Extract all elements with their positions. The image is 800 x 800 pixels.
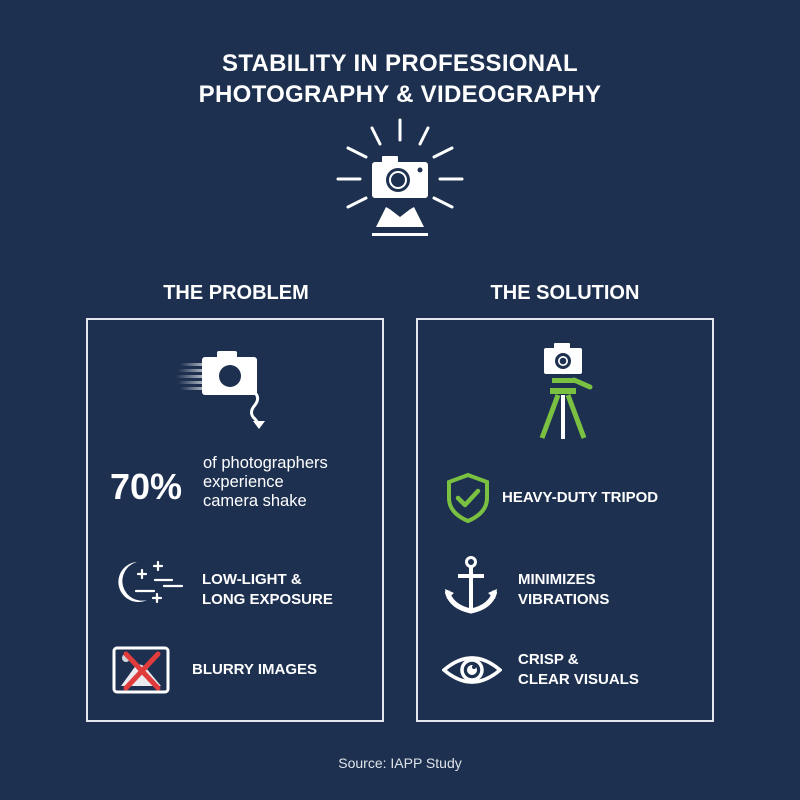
moon-stars-icon xyxy=(118,560,184,604)
source-note: Source: IAPP Study xyxy=(338,755,462,771)
minimizes-vibrations-label: MINIMIZES VIBRATIONS xyxy=(518,570,609,610)
page-title: STABILITY IN PROFESSIONAL PHOTOGRAPHY & … xyxy=(0,48,800,110)
problem-heading: THE PROBLEM xyxy=(163,282,309,304)
blurry-image-x-icon xyxy=(112,646,170,694)
problem-panel xyxy=(86,318,384,722)
camera-tripod-icon xyxy=(539,343,593,439)
low-light-label: LOW-LIGHT & LONG EXPOSURE xyxy=(202,570,333,610)
minimizes-line-2: VIBRATIONS xyxy=(518,591,610,608)
minimizes-line-1: MINIMIZES xyxy=(518,571,596,588)
camera-spotlight-icon xyxy=(336,118,464,236)
blurry-images-label: BLURRY IMAGES xyxy=(192,661,318,678)
title-line-1: STABILITY IN PROFESSIONAL xyxy=(222,50,578,77)
stat-description: of photographers experience camera shake xyxy=(203,454,328,511)
stat-line-3: camera shake xyxy=(203,492,307,510)
solution-heading: THE SOLUTION xyxy=(490,282,640,304)
heavy-duty-tripod-label: HEAVY-DUTY TRIPOD xyxy=(502,489,659,506)
stat-line-2: experience xyxy=(203,473,284,491)
shield-check-icon xyxy=(447,472,489,524)
low-light-line-1: LOW-LIGHT & xyxy=(202,571,302,588)
low-light-line-2: LONG EXPOSURE xyxy=(202,591,333,608)
stat-value: 70% xyxy=(110,466,183,507)
crisp-line-2: CLEAR VISUALS xyxy=(518,671,639,688)
solution-panel xyxy=(416,318,714,722)
shaking-camera-icon xyxy=(176,351,265,429)
anchor-icon xyxy=(445,556,497,614)
stat-line-1: of photographers xyxy=(203,454,328,472)
crisp-line-1: CRISP & xyxy=(518,651,579,668)
title-line-2: PHOTOGRAPHY & VIDEOGRAPHY xyxy=(198,81,602,108)
eye-icon xyxy=(442,656,502,684)
crisp-visuals-label: CRISP & CLEAR VISUALS xyxy=(518,650,639,690)
